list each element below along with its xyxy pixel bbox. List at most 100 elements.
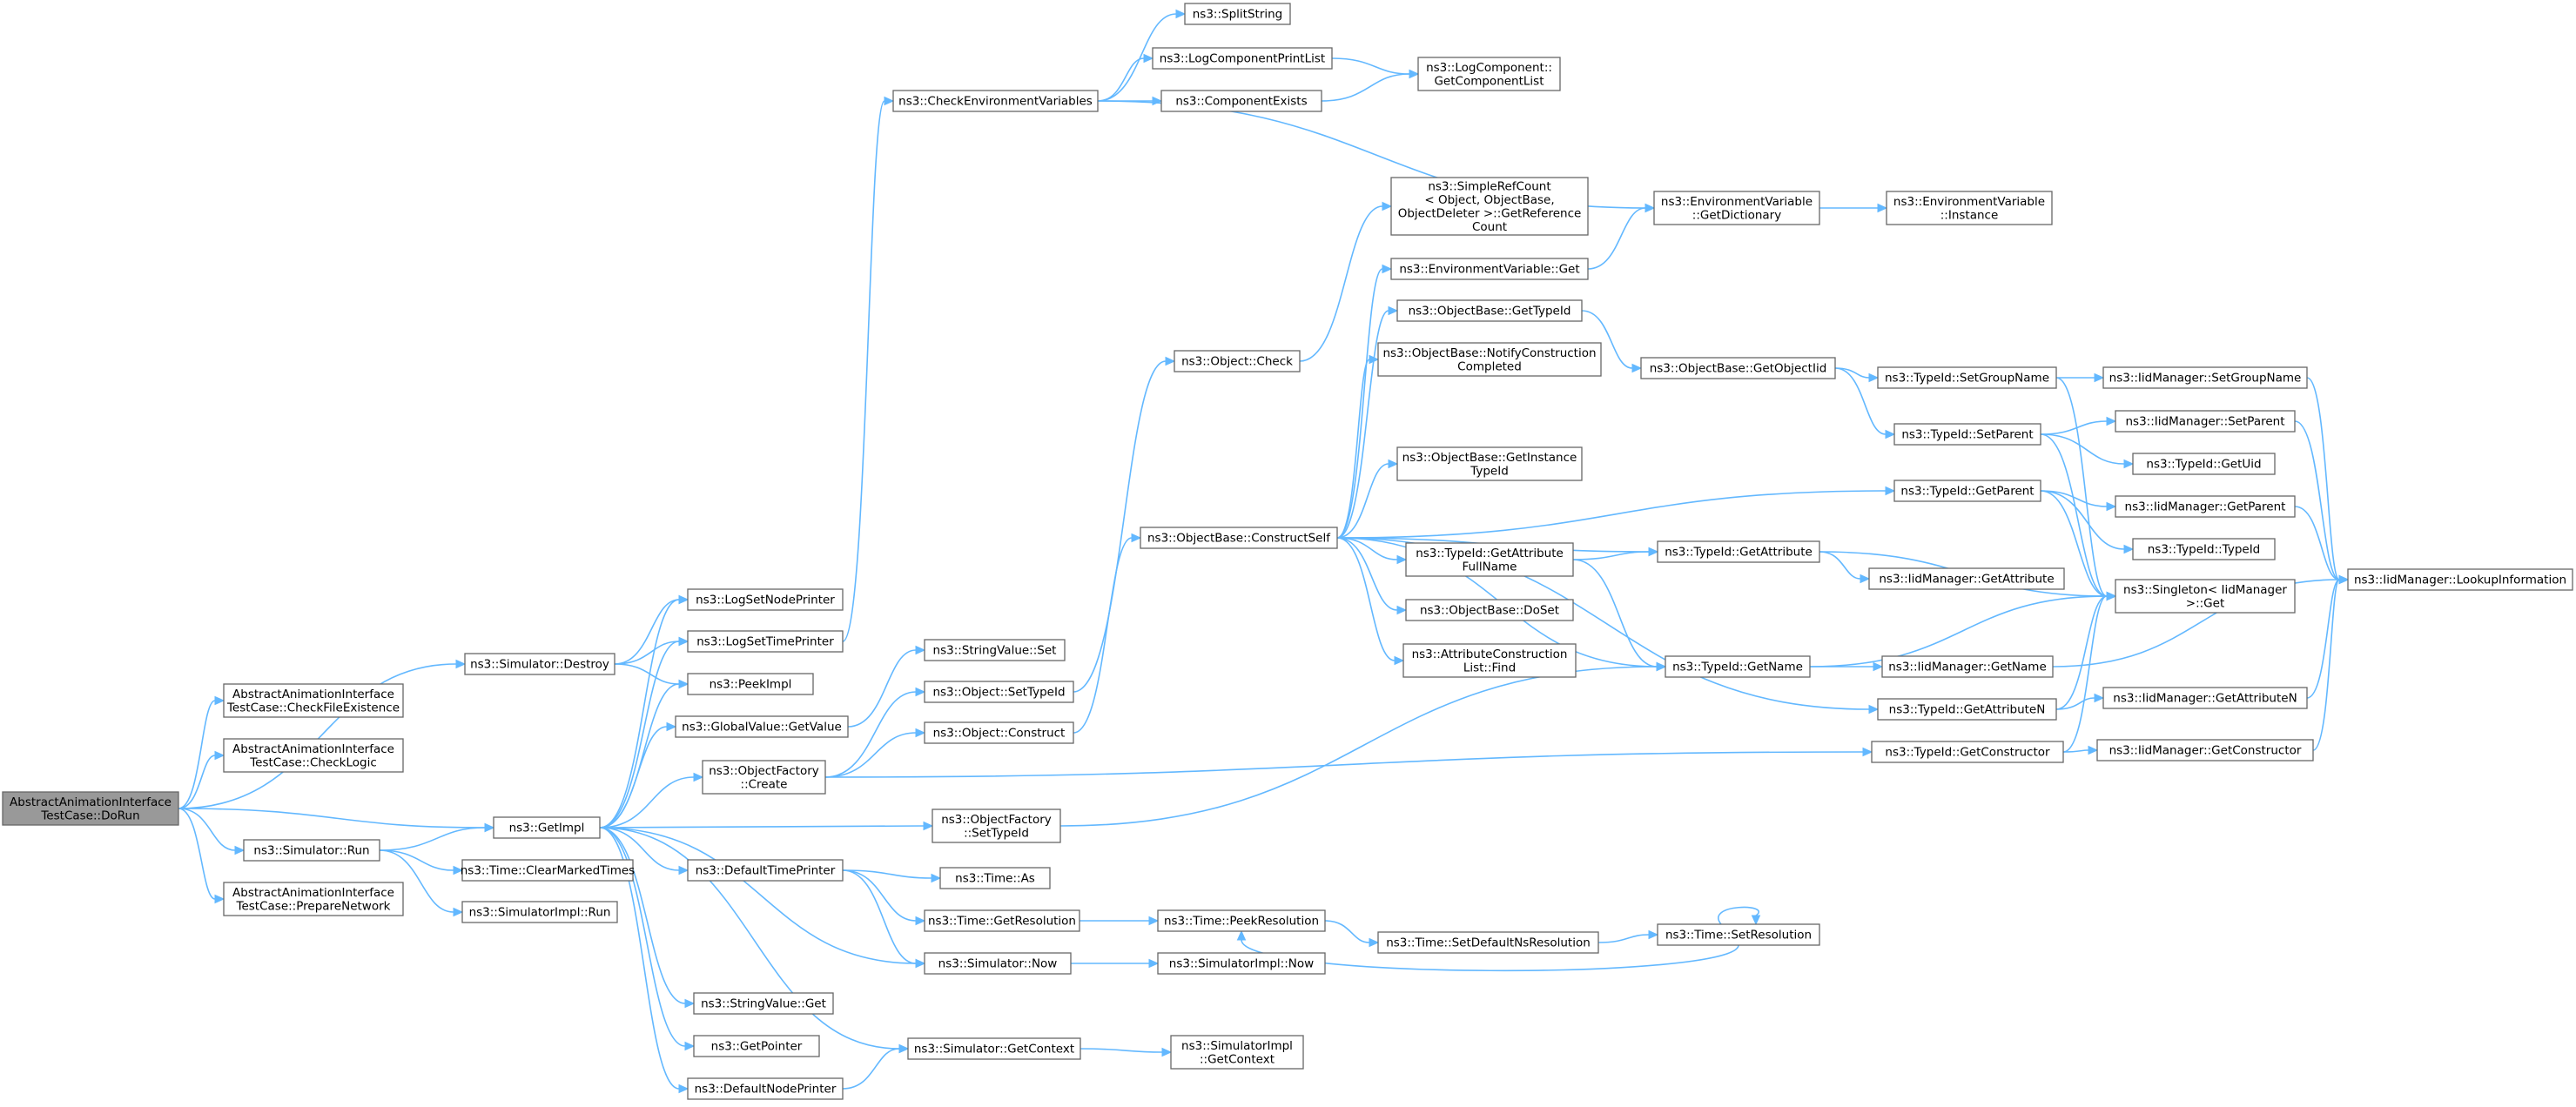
node-label: ns3::TypeId::GetAttribute [1416, 547, 1564, 560]
node-sv-set[interactable]: ns3::StringValue::Set [924, 639, 1066, 661]
edge-check-env-to-split-string [1097, 9, 1187, 102]
node-tid-set-res[interactable]: ns3::Time::SetResolution [1657, 923, 1820, 946]
node-split-string[interactable]: ns3::SplitString [1184, 3, 1291, 25]
node-label: ::Instance [1940, 208, 1999, 222]
node-ob-notify[interactable]: ns3::ObjectBase::NotifyConstructionCompl… [1377, 342, 1602, 377]
node-label: ns3::ObjectBase::NotifyConstruction [1382, 346, 1596, 360]
node-tid-type-id[interactable]: ns3::TypeId::TypeId [2132, 538, 2276, 560]
node-ob-do-set[interactable]: ns3::ObjectBase::DoSet [1405, 599, 1574, 621]
node-tid-set-group[interactable]: ns3::TypeId::SetGroupName [1877, 366, 2057, 389]
call-nodes: AbstractAnimationInterfaceTestCase::DoRu… [2, 3, 2573, 1100]
edge-get-impl-to-peek-impl [599, 679, 689, 829]
node-iid-get-parent[interactable]: ns3::IidManager::GetParent [2115, 495, 2296, 518]
node-sv-get[interactable]: ns3::StringValue::Get [693, 992, 834, 1015]
node-def-time[interactable]: ns3::DefaultTimePrinter [687, 859, 844, 882]
node-simple-ref[interactable]: ns3::SimpleRefCount< Object, ObjectBase,… [1390, 177, 1589, 236]
node-sim-now[interactable]: ns3::Simulator::Now [924, 952, 1072, 975]
node-log-node[interactable]: ns3::LogSetNodePrinter [687, 588, 844, 611]
node-log-comp-get[interactable]: ns3::LogComponent::GetComponentList [1417, 57, 1561, 91]
node-check-env[interactable]: ns3::CheckEnvironmentVariables [892, 90, 1099, 112]
node-label: ns3::ObjectBase::GetObjectIid [1650, 362, 1827, 376]
node-comp-exists[interactable]: ns3::ComponentExists [1160, 90, 1322, 112]
node-iid-get-ctor[interactable]: ns3::IidManager::GetConstructor [2096, 739, 2314, 761]
node-obj-construct[interactable]: ns3::Object::Construct [924, 721, 1074, 744]
edge-tid-set-parent-to-iid-set-parent [2040, 416, 2117, 435]
node-peek-impl[interactable]: ns3::PeekImpl [687, 673, 814, 695]
node-label: ns3::CheckEnvironmentVariables [898, 95, 1093, 109]
node-obj-check[interactable]: ns3::Object::Check [1174, 350, 1301, 372]
node-check-logic[interactable]: AbstractAnimationInterfaceTestCase::Chec… [223, 738, 404, 773]
edge-def-node-to-sim-get-ctx [842, 1043, 910, 1090]
node-time-as[interactable]: ns3::Time::As [939, 867, 1051, 889]
node-sim-impl-run[interactable]: ns3::SimulatorImpl::Run [461, 901, 618, 923]
node-label: ns3::IidManager::GetAttribute [1879, 573, 2054, 587]
node-label: ns3::LogComponent:: [1426, 61, 1552, 75]
edge-tid-get-attr-to-iid-get-attr [1819, 551, 1871, 584]
node-env-instance[interactable]: ns3::EnvironmentVariable::Instance [1886, 191, 2053, 225]
node-tid-get-attr-n[interactable]: ns3::TypeId::GetAttributeN [1877, 698, 2057, 721]
node-set-def-ns[interactable]: ns3::Time::SetDefaultNsResolution [1377, 931, 1599, 954]
node-gv-get-value[interactable]: ns3::GlobalValue::GetValue [675, 715, 849, 738]
node-get-pointer[interactable]: ns3::GetPointer [693, 1035, 820, 1057]
edge-log-comp-print-to-log-comp-get [1331, 57, 1420, 79]
edge-get-impl-to-of-create [599, 772, 704, 829]
node-label: ::Create [741, 777, 788, 791]
node-time-get-res[interactable]: ns3::Time::GetResolution [924, 909, 1080, 932]
node-label: ns3::IidManager::GetConstructor [2109, 744, 2302, 758]
node-obj-set-type-id[interactable]: ns3::Object::SetTypeId [924, 681, 1074, 703]
node-root[interactable]: AbstractAnimationInterfaceTestCase::DoRu… [2, 791, 179, 826]
node-sim-impl-ctx[interactable]: ns3::SimulatorImpl::GetContext [1170, 1035, 1304, 1070]
node-label: ns3::Object::Check [1181, 355, 1293, 369]
node-clear-marked[interactable]: ns3::Time::ClearMarkedTimes [461, 859, 635, 882]
node-iid-get-attr[interactable]: ns3::IidManager::GetAttribute [1868, 567, 2065, 590]
node-def-node[interactable]: ns3::DefaultNodePrinter [687, 1077, 844, 1100]
node-ob-construct-self[interactable]: ns3::ObjectBase::ConstructSelf [1140, 527, 1338, 549]
node-of-create[interactable]: ns3::ObjectFactory::Create [702, 760, 826, 795]
node-singleton-get[interactable]: ns3::Singleton< IidManager>::Get [2115, 579, 2296, 614]
edge-tid-get-ctor-to-singleton-get [2062, 591, 2117, 753]
node-tid-get-name[interactable]: ns3::TypeId::GetName [1665, 655, 1811, 678]
node-tid-get-ctor[interactable]: ns3::TypeId::GetConstructor [1871, 741, 2064, 763]
node-ob-get-object-iid[interactable]: ns3::ObjectBase::GetObjectIid [1640, 357, 1836, 379]
node-label: ::GetDictionary [1692, 208, 1781, 222]
edge-ob-get-object-iid-to-tid-set-group [1834, 367, 1880, 383]
node-env-get[interactable]: ns3::EnvironmentVariable::Get [1390, 258, 1589, 280]
node-sim-run[interactable]: ns3::Simulator::Run [243, 839, 380, 862]
edge-iid-get-attr-n-to-iid-lookup [2306, 574, 2350, 699]
node-iid-get-attr-n[interactable]: ns3::IidManager::GetAttributeN [2102, 687, 2308, 709]
node-tid-get-parent[interactable]: ns3::TypeId::GetParent [1893, 480, 2041, 502]
node-get-impl[interactable]: ns3::GetImpl [493, 816, 601, 839]
node-check-file[interactable]: AbstractAnimationInterfaceTestCase::Chec… [223, 683, 404, 718]
node-prepare[interactable]: AbstractAnimationInterfaceTestCase::Prep… [223, 882, 404, 916]
node-ob-get-type-id[interactable]: ns3::ObjectBase::GetTypeId [1396, 299, 1583, 322]
node-tid-get-uid[interactable]: ns3::TypeId::GetUid [2132, 453, 2276, 475]
edge-tid-get-attr-n-to-iid-get-attr-n [2055, 693, 2105, 710]
node-label: ns3::SimulatorImpl [1181, 1039, 1293, 1053]
node-iid-set-group[interactable]: ns3::IidManager::SetGroupName [2102, 366, 2308, 389]
node-iid-set-parent[interactable]: ns3::IidManager::SetParent [2115, 410, 2296, 433]
edge-log-time-to-check-env [842, 96, 895, 642]
node-label: FullName [1463, 560, 1517, 574]
node-env-dict[interactable]: ns3::EnvironmentVariable::GetDictionary [1653, 191, 1820, 225]
node-iid-lookup[interactable]: ns3::IidManager::LookupInformation [2347, 568, 2573, 591]
node-iid-get-name[interactable]: ns3::IidManager::GetName [1881, 655, 2054, 678]
node-tid-set-parent[interactable]: ns3::TypeId::SetParent [1893, 423, 2041, 446]
node-sim-destroy[interactable]: ns3::Simulator::Destroy [464, 653, 615, 675]
node-label: List::Find [1463, 661, 1516, 674]
node-sim-impl-now[interactable]: ns3::SimulatorImpl::Now [1157, 952, 1326, 975]
node-log-time[interactable]: ns3::LogSetTimePrinter [687, 630, 844, 653]
node-label: AbstractAnimationInterface [10, 795, 172, 809]
edge-ob-construct-self-to-env-get [1336, 264, 1393, 539]
node-time-peek-res[interactable]: ns3::Time::PeekResolution [1157, 909, 1326, 932]
node-tid-get-attr[interactable]: ns3::TypeId::GetAttribute [1657, 540, 1820, 563]
node-sim-get-ctx[interactable]: ns3::Simulator::GetContext [907, 1037, 1081, 1060]
edge-set-def-ns-to-tid-set-res [1597, 929, 1659, 943]
edge-obj-set-type-id-to-obj-check [1073, 356, 1176, 693]
node-of-set-type-id[interactable]: ns3::ObjectFactory::SetTypeId [932, 808, 1061, 843]
node-log-comp-print[interactable]: ns3::LogComponentPrintList [1152, 47, 1333, 70]
node-label: < Object, ObjectBase, [1424, 193, 1554, 207]
